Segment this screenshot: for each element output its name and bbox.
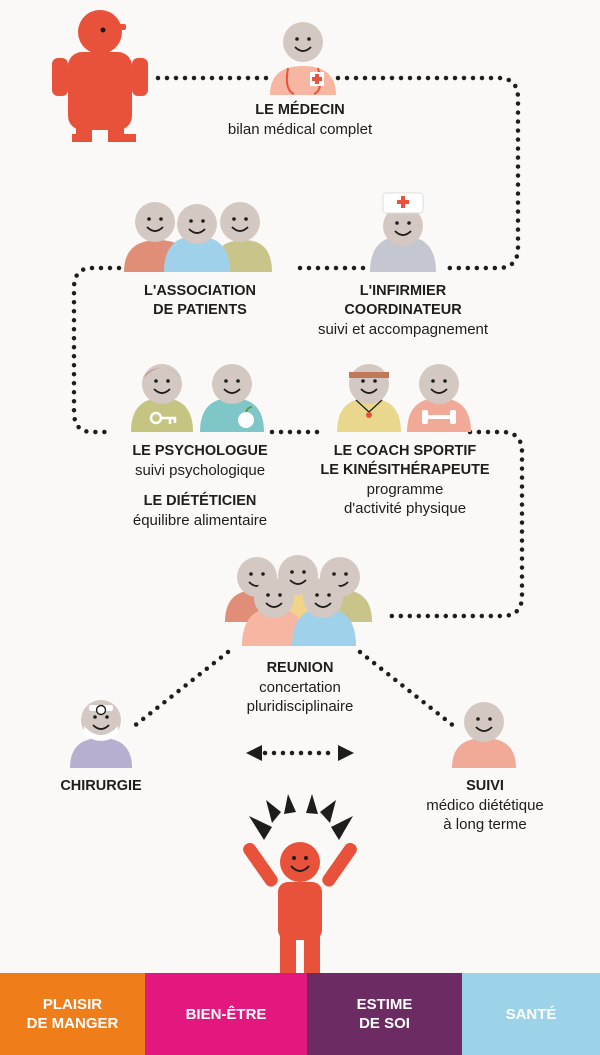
- medecin-desc: bilan médical complet: [227, 121, 373, 138]
- meeting-group-figure: [225, 554, 372, 646]
- medecin-label: LE MÉDECIN bilan médical complet: [195, 101, 405, 139]
- followup-figure: [452, 701, 516, 768]
- infirmier-title-line1: L'INFIRMIER: [359, 283, 447, 299]
- coach-title-line2: LE KINÉSITHÉRAPEUTE: [320, 462, 490, 478]
- band-sante-line1: SANTÉ: [505, 1005, 557, 1023]
- coach-figure: [337, 363, 401, 432]
- dietitian-figure: [200, 363, 264, 432]
- medecin-title: LE MÉDECIN: [255, 102, 345, 118]
- infirmier-desc: suivi et accompagnement: [317, 321, 489, 338]
- chirurgie-label: CHIRURGIE: [40, 777, 162, 796]
- patient-figure-top: [52, 10, 148, 142]
- band-sante: SANTÉ: [462, 973, 600, 1055]
- band-estime: ESTIME DE SOI: [307, 973, 462, 1055]
- band-estime-line1: ESTIME: [356, 996, 413, 1013]
- coach-desc-line1: programme: [366, 481, 444, 498]
- reunion-desc-line1: concertation: [259, 679, 341, 696]
- suivi-desc-line2: à long terme: [443, 816, 527, 833]
- band-bien-etre-line1: BIEN-ÊTRE: [185, 1005, 267, 1023]
- nurse-figure: [370, 192, 436, 272]
- reunion-title: REUNION: [266, 660, 334, 676]
- surgeon-figure: [70, 699, 132, 768]
- double-arrow: [246, 745, 354, 761]
- association-title-line1: L'ASSOCIATION: [144, 283, 256, 299]
- infirmier-label: L'INFIRMIER COORDINATEUR suivi et accomp…: [293, 282, 513, 339]
- chirurgie-title: CHIRURGIE: [60, 778, 142, 794]
- psychologist-figure: [131, 363, 193, 432]
- physiotherapist-figure: [407, 363, 471, 432]
- coach-desc-line2: d'activité physique: [343, 500, 467, 517]
- association-group-figure: [124, 201, 272, 272]
- dieteticien-title: LE DIÉTÉTICIEN: [143, 493, 257, 509]
- suivi-title: SUIVI: [466, 778, 504, 794]
- patient-figure-celebrating: [243, 794, 357, 973]
- association-label: L'ASSOCIATION DE PATIENTS: [105, 282, 295, 320]
- infirmier-title-line2: COORDINATEUR: [344, 302, 462, 318]
- psychologue-label: LE PSYCHOLOGUE suivi psychologique: [95, 442, 305, 480]
- suivi-desc-line1: médico diététique: [426, 797, 544, 814]
- doctor-figure: [270, 21, 336, 95]
- dieteticien-label: LE DIÉTÉTICIEN équilibre alimentaire: [95, 492, 305, 530]
- band-bien-etre: BIEN-ÊTRE: [145, 973, 307, 1055]
- band-estime-line2: DE SOI: [359, 1015, 410, 1032]
- reunion-label: REUNION concertation pluridisciplinaire: [205, 659, 395, 716]
- dieteticien-desc: équilibre alimentaire: [132, 512, 268, 529]
- pathway-dots: [71, 75, 525, 756]
- association-title-line2: DE PATIENTS: [153, 302, 247, 318]
- reunion-desc-line2: pluridisciplinaire: [246, 698, 354, 715]
- suivi-label: SUIVI médico diététique à long terme: [400, 777, 570, 834]
- coach-title-line1: LE COACH SPORTIF: [333, 443, 477, 459]
- band-plaisir-line1: PLAISIR: [42, 996, 103, 1013]
- psychologue-desc: suivi psychologique: [134, 462, 266, 479]
- band-plaisir-line2: DE MANGER: [26, 1015, 119, 1032]
- coach-label: LE COACH SPORTIF LE KINÉSITHÉRAPEUTE pro…: [300, 442, 510, 518]
- psychologue-title: LE PSYCHOLOGUE: [132, 443, 268, 459]
- band-plaisir: PLAISIR DE MANGER: [0, 973, 145, 1055]
